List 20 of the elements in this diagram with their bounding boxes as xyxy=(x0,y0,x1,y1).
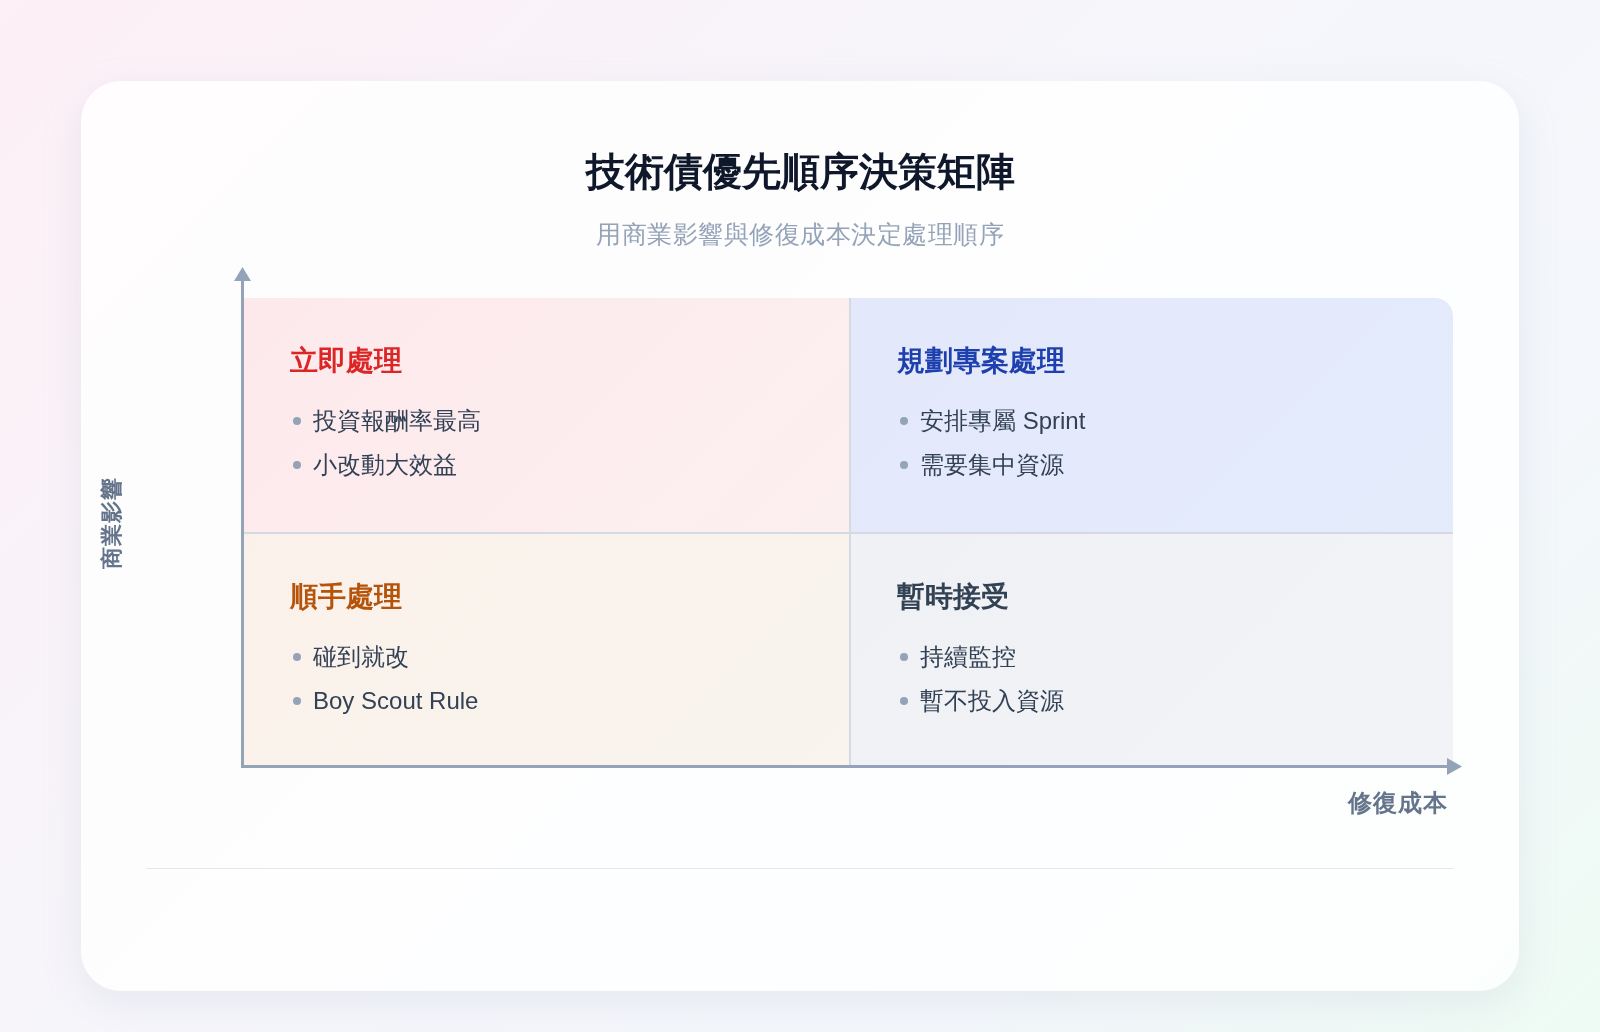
list-item-text: 持續監控 xyxy=(920,642,1016,672)
axis-label: 修復成本 xyxy=(1348,788,1448,818)
quadrant-panel xyxy=(244,298,850,533)
axis-label: 商業影響 xyxy=(98,477,125,569)
list-item-text: 投資報酬率最高 xyxy=(313,406,481,436)
list-item-text: 碰到就改 xyxy=(313,642,409,672)
quadrant-title: 暫時接受 xyxy=(897,580,1009,614)
quadrant-title: 順手處理 xyxy=(290,580,402,614)
quadrant-panel xyxy=(850,533,1453,765)
list-item-text: 安排專屬 Sprint xyxy=(920,406,1086,436)
quadrant-panel xyxy=(244,533,850,765)
subtitle: 用商業影響與修復成本決定處理順序 xyxy=(596,219,1004,250)
quadrant-title: 規劃專案處理 xyxy=(897,344,1065,378)
title: 技術債優先順序決策矩陣 xyxy=(585,149,1015,195)
list-item-text: Boy Scout Rule xyxy=(313,686,479,716)
list-item-text: 暫不投入資源 xyxy=(920,686,1064,716)
quadrant-title: 立即處理 xyxy=(290,344,402,378)
quadrant-panel xyxy=(850,298,1453,533)
list-item-text: 需要集中資源 xyxy=(920,450,1064,480)
list-item-text: 小改動大效益 xyxy=(313,450,457,480)
